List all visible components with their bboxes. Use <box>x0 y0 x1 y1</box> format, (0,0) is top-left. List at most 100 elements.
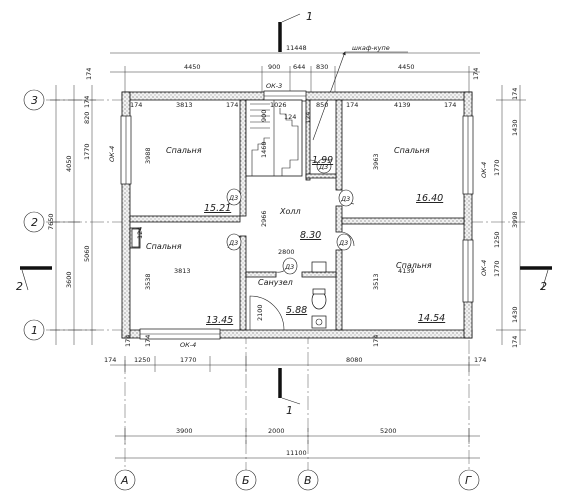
room-area-hall: 8.30 <box>300 230 321 241</box>
window-label-left: ОК-4 <box>108 146 116 162</box>
dimensions-left: 7650 4050 3600 5060 174 820 1770 <box>47 85 96 345</box>
svg-text:174: 174 <box>85 68 93 80</box>
section-label-right: 2 <box>540 280 547 293</box>
window-label-right-top: ОК-4 <box>480 162 488 178</box>
axis-bubble-2: 2 <box>23 211 45 233</box>
svg-text:1460: 1460 <box>260 141 268 158</box>
svg-text:1770: 1770 <box>493 159 501 176</box>
svg-text:174: 174 <box>83 96 91 108</box>
svg-text:3998: 3998 <box>511 211 519 228</box>
svg-text:Д3: Д3 <box>228 194 238 202</box>
bathroom-fixtures <box>131 228 327 331</box>
svg-text:3513: 3513 <box>372 273 380 290</box>
dimensions-interior: 174 3813 174 1026 850 174 4139 174 3988 … <box>130 101 456 321</box>
dimensions-top: 11448 174 4450 900 644 830 4450 174 <box>85 44 480 92</box>
svg-text:Б: Б <box>242 474 250 487</box>
svg-text:Д3: Д3 <box>340 195 350 203</box>
room-name-bedroom-3: Спальня <box>394 146 430 155</box>
svg-text:1250: 1250 <box>134 356 151 364</box>
svg-text:174: 174 <box>104 356 116 364</box>
svg-text:124: 124 <box>284 113 296 121</box>
svg-text:В: В <box>304 474 312 487</box>
section-label-top: 1 <box>306 10 313 23</box>
svg-text:2100: 2100 <box>256 304 264 321</box>
svg-text:3: 3 <box>31 94 38 107</box>
svg-text:1770: 1770 <box>83 143 91 160</box>
window-label-ok3: ОК-3 <box>266 82 282 90</box>
svg-text:Д3: Д3 <box>338 239 348 247</box>
window-labels: ОК-3 ОК-4 ОК-4 ОК-4 ОК-4 <box>108 82 488 349</box>
svg-text:850: 850 <box>316 101 328 109</box>
axis-bubble-1: 1 <box>23 319 45 341</box>
section-marker-left: 2 <box>16 266 52 293</box>
wardrobe-label: шкаф-купе <box>352 44 390 52</box>
section-marker-right: 2 <box>520 266 552 293</box>
svg-text:124: 124 <box>136 227 144 239</box>
svg-text:7650: 7650 <box>47 213 55 230</box>
room-name-bedroom-4: Спальня <box>396 261 432 270</box>
axis-bubble-V: В <box>297 469 319 491</box>
svg-text:3900: 3900 <box>176 427 193 435</box>
window-label-bottom: ОК-4 <box>180 341 196 349</box>
window-label-right-bottom: ОК-4 <box>480 260 488 276</box>
door-tags: Д3 Д3 Д3 Д3 Д3 Д3 <box>226 158 354 275</box>
room-area-bedroom-2: 13.45 <box>206 315 233 326</box>
section-label-bottom: 1 <box>286 404 293 417</box>
room-labels: Спальня 15.21 Спальня 13.45 Спальня 16.4… <box>146 146 445 326</box>
svg-text:124: 124 <box>304 112 312 124</box>
svg-text:174: 174 <box>130 101 142 109</box>
room-area-bathroom: 5.88 <box>286 305 307 316</box>
svg-text:2: 2 <box>31 216 38 229</box>
svg-text:174: 174 <box>124 335 132 347</box>
svg-text:Д3: Д3 <box>284 263 294 271</box>
axis-bubble-B: Б <box>235 469 257 491</box>
section-marker-bottom: 1 <box>278 368 301 417</box>
svg-text:174: 174 <box>511 88 519 100</box>
svg-text:3988: 3988 <box>144 147 152 164</box>
svg-text:4450: 4450 <box>184 63 201 71</box>
svg-text:900: 900 <box>268 63 280 71</box>
svg-text:2000: 2000 <box>268 427 285 435</box>
room-name-bedroom-2: Спальня <box>146 242 182 251</box>
svg-text:3538: 3538 <box>144 273 152 290</box>
svg-text:3813: 3813 <box>174 267 191 275</box>
svg-text:4139: 4139 <box>398 267 415 275</box>
svg-text:174: 174 <box>372 335 380 347</box>
svg-text:3963: 3963 <box>372 153 380 170</box>
svg-text:1250: 1250 <box>493 231 501 248</box>
dimensions-bottom: 174 1250 1770 8080 174 174 174 174 3900 … <box>104 335 486 459</box>
room-area-bedroom-1: 15.21 <box>204 203 231 214</box>
dim-top-total: 11448 <box>286 44 307 52</box>
svg-text:4450: 4450 <box>398 63 415 71</box>
svg-text:1: 1 <box>31 324 38 337</box>
svg-text:2800: 2800 <box>278 248 295 256</box>
windows <box>120 90 474 340</box>
svg-text:1770: 1770 <box>180 356 197 364</box>
svg-text:820: 820 <box>83 112 91 124</box>
room-area-bedroom-4: 14.54 <box>418 313 445 324</box>
svg-text:Д3: Д3 <box>318 163 328 171</box>
svg-text:3813: 3813 <box>176 101 193 109</box>
svg-text:1430: 1430 <box>511 119 519 136</box>
svg-text:174: 174 <box>226 101 238 109</box>
svg-text:4050: 4050 <box>65 155 73 172</box>
svg-text:2966: 2966 <box>260 210 268 227</box>
svg-text:5060: 5060 <box>83 245 91 262</box>
room-name-bathroom: Санузел <box>258 278 293 287</box>
svg-text:174: 174 <box>444 101 456 109</box>
svg-text:А: А <box>120 474 129 487</box>
svg-text:5200: 5200 <box>380 427 397 435</box>
axis-bubble-3: 3 <box>23 89 45 111</box>
dimensions-right: 1430 1770 3998 1250 1770 1430 174 174 <box>493 85 526 348</box>
room-area-bedroom-3: 16.40 <box>416 193 443 204</box>
room-name-hall: Холл <box>279 207 301 216</box>
svg-text:3600: 3600 <box>65 271 73 288</box>
axis-bubble-A: А <box>114 469 136 491</box>
svg-text:644: 644 <box>293 63 305 71</box>
svg-text:8080: 8080 <box>346 356 363 364</box>
axis-bubble-G: Г <box>458 469 480 491</box>
svg-text:174: 174 <box>474 356 486 364</box>
svg-text:4139: 4139 <box>394 101 411 109</box>
svg-text:1430: 1430 <box>511 306 519 323</box>
